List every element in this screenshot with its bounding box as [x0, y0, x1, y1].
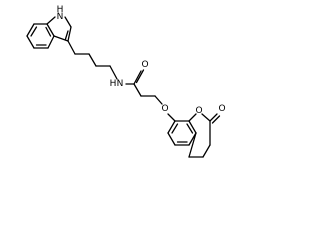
bond [167, 120, 176, 134]
bond [45, 26, 52, 37]
bond [64, 16, 72, 28]
bond [202, 144, 211, 158]
bond [46, 23, 55, 37]
bond [46, 16, 56, 25]
bond [186, 123, 194, 134]
atom-labels: H N N H O O O O [57, 5, 226, 116]
bond [188, 113, 197, 122]
amide-o-label: O [141, 60, 148, 70]
bond [26, 35, 35, 49]
bond [133, 83, 142, 97]
ethyl-linker [67, 40, 118, 80]
indole-n-label: N [57, 12, 64, 22]
bond [47, 35, 55, 49]
bond [171, 123, 179, 134]
bond [26, 23, 35, 37]
bond [53, 35, 69, 42]
ring-o-label: O [195, 106, 202, 116]
bond [67, 40, 76, 55]
bond [211, 115, 221, 124]
bond [167, 132, 176, 146]
bond [67, 26, 72, 42]
bond [64, 30, 69, 40]
bond [209, 113, 218, 122]
acetamide-group [125, 69, 163, 105]
bond [188, 132, 197, 158]
bond [188, 120, 197, 134]
bond [135, 69, 145, 84]
bond [201, 113, 211, 122]
bond [88, 53, 97, 67]
bond [154, 95, 163, 105]
amide-n-label: N [117, 79, 124, 89]
bond [167, 113, 176, 122]
indole-ring-system [26, 16, 72, 49]
bond [133, 70, 142, 85]
indole-nh-label: H [57, 5, 64, 15]
chromanone-ring-system [167, 113, 221, 158]
amide-h-label: H [110, 79, 117, 89]
ether-o-label: O [161, 104, 168, 114]
lactone-o-label: O [218, 104, 225, 114]
bond [109, 65, 118, 80]
bond [30, 26, 38, 37]
molecule-structure-diagram: H N N H O O O O [26, 5, 226, 158]
